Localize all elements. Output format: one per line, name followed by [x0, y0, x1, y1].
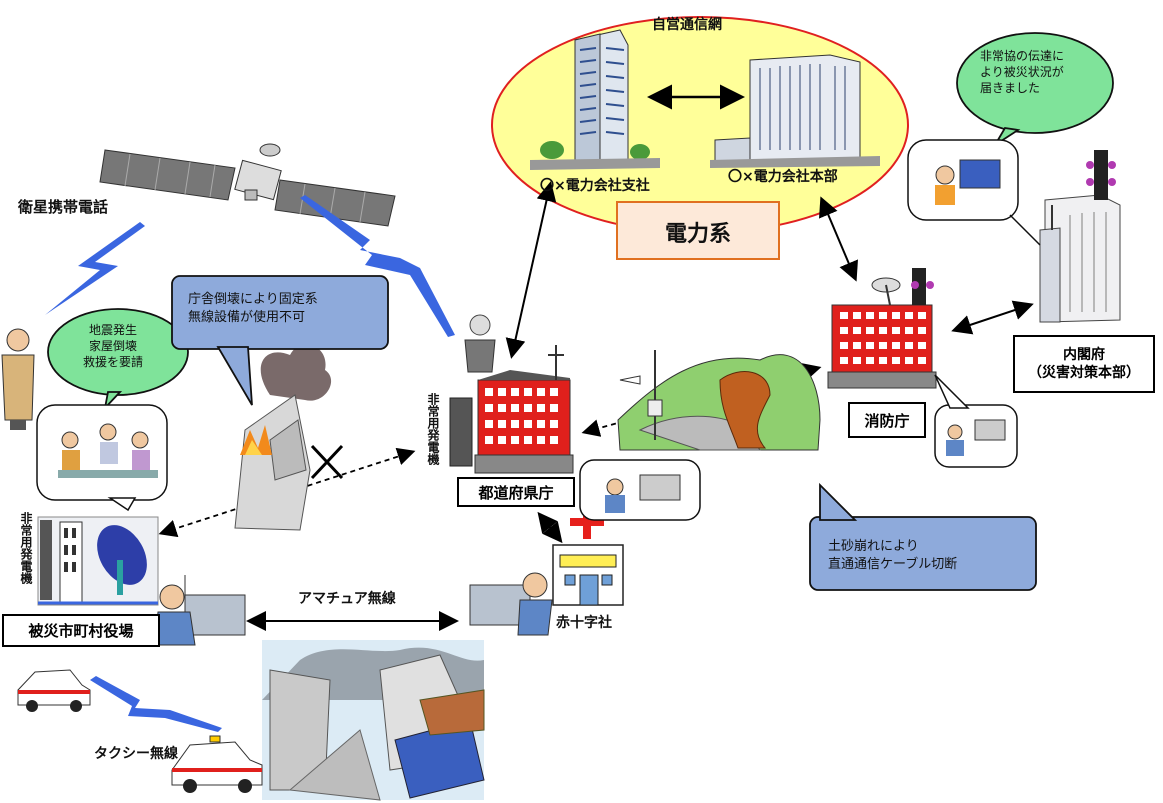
radio-operator-redcross-icon [469, 572, 553, 636]
head-office-label: 〇×電力会社本部 [728, 169, 838, 185]
taxi-icon-1 [17, 669, 91, 712]
collapsed-building-icon [234, 344, 332, 531]
cabinet-sub: （災害対策本部） [1028, 365, 1140, 381]
cabinet-name: 内閣府 [1063, 346, 1105, 363]
broken-link-municipality [158, 447, 416, 538]
fire-department-building-icon [827, 268, 937, 389]
prefecture-redcross-arrow [537, 511, 563, 544]
prefecture-building-icon [474, 345, 574, 474]
cabinet-building-icon [1039, 150, 1121, 323]
bubble-landslide [809, 482, 1037, 591]
network-title: 自営通信網 [652, 17, 722, 33]
bubble-earthquake [47, 308, 189, 411]
power-system-box [616, 201, 780, 260]
bubble-building-collapse [171, 275, 389, 406]
prefecture-generator-icon [449, 397, 473, 467]
satellite-phone-label: 衛星携帯電話 [18, 198, 109, 216]
bubble-cabinet-info [956, 32, 1114, 146]
amateur-radio-label: アマチュア無線 [298, 591, 396, 607]
landslide-icon [617, 350, 821, 451]
cabinet-info-text: 非常協の伝達に より被災状況が 届きました [980, 49, 1065, 96]
branch-office-building-icon [530, 29, 660, 170]
lightning-icons [45, 195, 455, 732]
building-collapse-text: 庁舎倒壊により固定系 無線設備が使用不可 [188, 292, 318, 325]
prefecture-branch-arrow [505, 181, 557, 359]
prefecture-label: 都道府県庁 [457, 477, 575, 507]
earthquake-damage-icon [262, 640, 485, 801]
red-cross-label: 赤十字社 [556, 615, 612, 631]
landslide-text: 土砂崩れにより 直通通信ケーブル切断 [828, 539, 958, 572]
cabinet-label: 内閣府 （災害対策本部） [1013, 335, 1155, 393]
fire-cabinet-arrow [951, 300, 1034, 335]
municipality-generator-label: 非常用発電機 [19, 512, 33, 584]
head-office-building-icon [710, 54, 880, 168]
municipality-office-icon [37, 516, 159, 606]
municipality-label: 被災市町村役場 [2, 614, 160, 647]
fire-department-label: 消防庁 [848, 402, 926, 438]
radio-operator-municipality-icon [154, 575, 246, 646]
red-cross-building-icon [552, 505, 624, 606]
branch-office-label: 〇×電力会社支社 [540, 178, 650, 194]
power-system-label: 電力系 [664, 222, 731, 247]
earthquake-bubble-text: 地震発生 家屋倒壊 救援を要請 [83, 323, 144, 370]
prefecture-generator-label: 非常用発電機 [426, 393, 440, 465]
cross-mark-1 [310, 444, 344, 480]
operator-mini-icons [605, 159, 1006, 513]
meeting-people-icon [58, 423, 158, 478]
satellite-icon [99, 143, 396, 227]
prefecture-officer-icon [464, 314, 496, 373]
head-fire-arrow [819, 196, 858, 282]
field-officer-icon [1, 328, 35, 430]
taxi-icon-2 [171, 735, 263, 793]
taxi-radio-label: タクシー無線 [94, 746, 178, 762]
